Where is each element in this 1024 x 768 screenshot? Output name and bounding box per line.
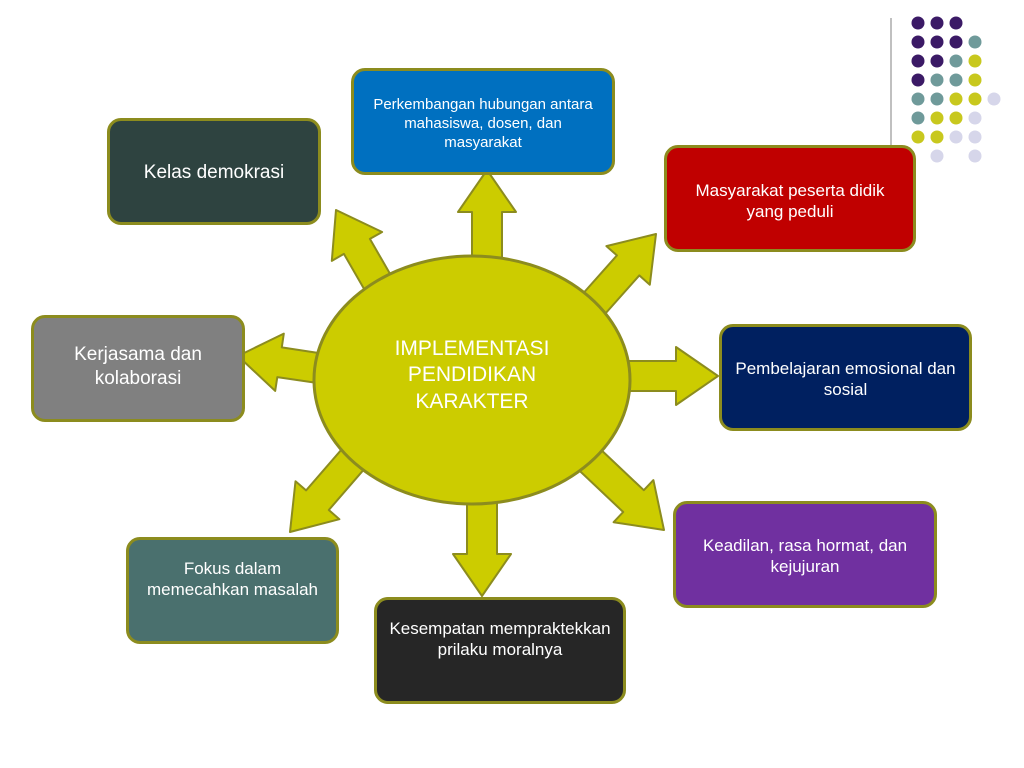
center-title: IMPLEMENTASI PENDIDIKAN KARAKTER <box>394 337 550 413</box>
arrow-group <box>237 169 719 597</box>
dot-yellow <box>949 111 963 125</box>
arrow-6 <box>289 447 367 533</box>
dot-purple <box>911 54 925 68</box>
dot-purple <box>930 16 944 30</box>
dot-teal <box>911 111 925 125</box>
node-kerjasama: Kerjasama dan kolaborasi <box>31 315 245 422</box>
dot-teal <box>930 73 944 87</box>
dot-yellow <box>930 111 944 125</box>
corner-dot-pattern <box>911 16 1001 163</box>
dot-lavender <box>968 111 982 125</box>
node-perkembangan-hubungan: Perkembangan hubungan antara mahasiswa, … <box>351 68 615 175</box>
dot-yellow <box>911 130 925 144</box>
dot-purple <box>949 35 963 49</box>
dot-yellow <box>930 130 944 144</box>
node-label: Keadilan, rasa hormat, dan kejujuran <box>702 536 908 577</box>
dot-lavender <box>968 130 982 144</box>
node-kesempatan: Kesempatan mempraktekkan prilaku moralny… <box>374 597 626 704</box>
dot-purple <box>930 35 944 49</box>
dot-teal <box>949 54 963 68</box>
dot-yellow <box>949 92 963 106</box>
dot-teal <box>930 92 944 106</box>
dot-yellow <box>968 54 982 68</box>
node-label: Fokus dalam memecahkan masalah <box>146 559 319 600</box>
dot-yellow <box>968 92 982 106</box>
node-label: Kesempatan mempraktekkan prilaku moralny… <box>389 619 611 660</box>
node-label: Kelas demokrasi <box>143 162 285 183</box>
dot-purple <box>911 16 925 30</box>
dot-purple <box>911 73 925 87</box>
arrow-7 <box>237 332 322 392</box>
node-label: Masyarakat peserta didik yang peduli <box>695 181 885 222</box>
center-ellipse <box>312 254 632 506</box>
arrow-5 <box>452 499 512 597</box>
node-keadilan: Keadilan, rasa hormat, dan kejujuran <box>673 501 937 608</box>
dot-lavender <box>949 130 963 144</box>
dot-teal <box>911 92 925 106</box>
node-label: Perkembangan hubungan antara mahasiswa, … <box>373 96 593 151</box>
node-label: Pembelajaran emosional dan sosial <box>735 359 956 400</box>
node-fokus: Fokus dalam memecahkan masalah <box>126 537 339 644</box>
dot-lavender <box>930 149 944 163</box>
dot-teal <box>949 73 963 87</box>
dot-teal <box>968 35 982 49</box>
node-kelas-demokrasi: Kelas demokrasi <box>107 118 321 225</box>
arrow-3 <box>625 346 719 406</box>
arrow-2 <box>579 233 657 317</box>
dot-purple <box>949 16 963 30</box>
dot-lavender <box>987 92 1001 106</box>
arrow-1 <box>457 169 517 259</box>
arrow-4 <box>578 448 665 531</box>
dot-lavender <box>968 149 982 163</box>
dot-yellow <box>968 73 982 87</box>
node-label: Kerjasama dan kolaborasi <box>74 344 202 389</box>
dot-purple <box>930 54 944 68</box>
node-masyarakat-peduli: Masyarakat peserta didik yang peduli <box>664 145 916 252</box>
dot-purple <box>911 35 925 49</box>
node-pembelajaran-emosional: Pembelajaran emosional dan sosial <box>719 324 972 431</box>
